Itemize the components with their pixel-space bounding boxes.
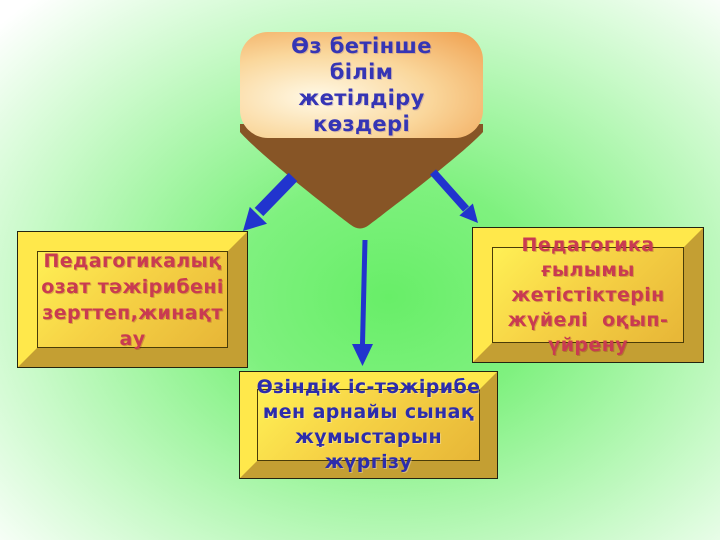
title-line: білім: [329, 60, 394, 84]
left-arrow: [243, 172, 298, 231]
left-box-text: Педагогикалық озат тәжірибені зерттеп,жи…: [24, 238, 241, 361]
bottom-box-line: жұмыстарын: [294, 426, 442, 448]
right-box-line: ғылымы: [541, 258, 635, 281]
bottom-box-line: жүргізу: [324, 451, 413, 473]
right-arrow: [430, 169, 478, 223]
right-box-panel: [493, 248, 683, 342]
right-box-line: үйрену: [547, 333, 629, 356]
bottom-box-line: Өзіндік іс-тәжірибе: [256, 376, 481, 398]
bottom-box-panel: [258, 390, 479, 460]
bottom-box-line: мен арнайы сынақ: [262, 401, 475, 423]
left-box-line: зерттеп,жинақт: [42, 301, 223, 324]
left-box-line: Педагогикалық: [43, 249, 222, 272]
title-line: жетілдіру: [298, 86, 425, 110]
left-box-panel: [38, 252, 227, 347]
right-box-text: Педагогика ғылымы жетістіктерін жүйелі о…: [474, 229, 702, 361]
title-box: Өз бетінше білім жетілдіру көздері: [240, 32, 483, 138]
bottom-box: Өзіндік іс-тәжірибе мен арнайы сынақ жұм…: [240, 372, 497, 478]
funnel-shape: [240, 124, 483, 229]
title-line: Өз бетінше: [291, 34, 432, 58]
title-line: көздері: [312, 112, 411, 136]
down-arrow: [352, 239, 373, 366]
left-box-line: озат тәжірибені: [41, 275, 224, 298]
right-box-line: жетістіктерін: [511, 283, 665, 306]
bottom-box-text: Өзіндік іс-тәжірибе мен арнайы сынақ жұм…: [241, 373, 496, 477]
left-box: Педагогикалық озат тәжірибені зерттеп,жи…: [18, 232, 247, 367]
right-box: Педагогика ғылымы жетістіктерін жүйелі о…: [473, 228, 703, 362]
left-box-line: ау: [119, 327, 146, 350]
right-box-line: жүйелі оқып-: [507, 308, 669, 331]
right-box-line: Педагогика: [521, 233, 655, 256]
